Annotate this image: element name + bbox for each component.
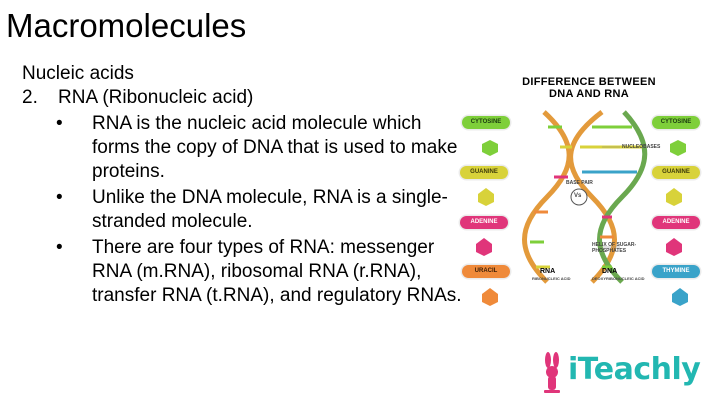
base-pill-left: URACIL [462,265,510,278]
nucleobases-label: NUCLEOBASES [622,144,661,150]
helix-label: HELIX OF SUGAR-PHOSPHATES [592,242,637,254]
brand-logo: iTeachly [538,350,710,396]
right-molecule-icons [666,140,688,306]
diagram-title-line: DNA AND RNA [548,88,630,100]
dna-rna-diagram: DIFFERENCE BETWEEN DNA AND RNA [452,72,710,324]
item-number: 2. [22,87,38,108]
bullet-dot: • [56,187,63,208]
base-pill-right: THYMINE [652,265,700,278]
slide-body: Nucleic acids 2. RNA (Ribonucleic acid) … [22,62,462,310]
dna-strand-a [568,110,617,284]
helix-graphic [476,110,688,306]
item-heading: RNA (Ribonucleic acid) [58,87,254,108]
bullet-item: • Unlike the DNA molecule, RNA is a sing… [22,186,462,234]
diagram-title: DIFFERENCE BETWEEN DNA AND RNA [514,76,664,100]
section-heading: Nucleic acids [22,63,134,84]
dna-full-label: DEOXYRIBONUCLEIC ACID [592,276,645,281]
rna-full-label: RIBONUCLEIC ACID [532,276,571,281]
rna-label: RNA [540,268,556,275]
base-pill-right: CYTOSINE [652,116,700,129]
vs-circle [570,188,588,206]
base-pill-left: CYTOSINE [462,116,510,129]
vs-label: Vs [574,193,582,199]
rna-strand [522,110,572,284]
numbered-heading: 2. RNA (Ribonucleic acid) [22,86,462,110]
dna-strand-b [597,110,648,284]
bullet-dot: • [56,237,63,258]
left-molecule-icons [476,140,498,306]
bullet-text: Unlike the DNA molecule, RNA is a single… [92,187,448,232]
rna-rungs [530,125,572,269]
slide-title: Macromolecules [6,7,247,44]
rabbit-icon [544,352,560,393]
base-pill-left: ADENINE [460,216,508,229]
dna-label: DNA [602,268,618,275]
base-pill-left: GUANINE [460,166,508,179]
bullet-item: • There are four types of RNA: messenger… [22,236,462,308]
base-pill-right: ADENINE [652,216,700,229]
base-pair-label: BASE PAIR [566,180,593,186]
base-pill-right: GUANINE [652,166,700,179]
bullet-item: • RNA is the nucleic acid molecule which… [22,112,462,184]
brand-name: iTeachly [568,352,701,387]
bullet-text: There are four types of RNA: messenger R… [92,237,462,306]
bullet-list: • RNA is the nucleic acid molecule which… [22,112,462,308]
bullet-dot: • [56,113,63,134]
bullet-text: RNA is the nucleic acid molecule which f… [92,113,458,182]
diagram-title-line: DIFFERENCE BETWEEN [522,76,656,88]
